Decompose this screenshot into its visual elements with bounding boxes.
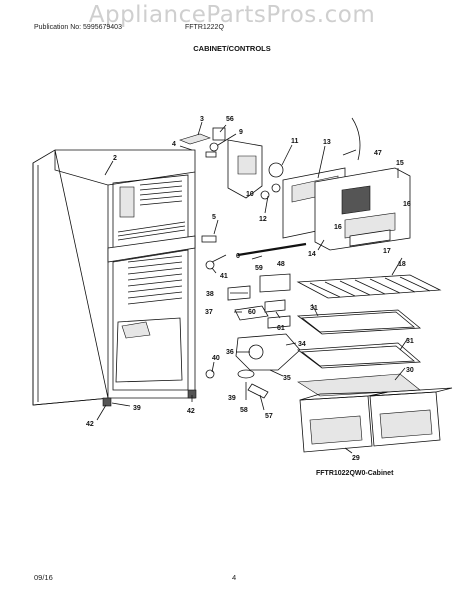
callout-31-bottom: 31 (406, 338, 414, 345)
callout-6: 6 (236, 253, 240, 260)
watermark: AppliancePartsPros.com (88, 2, 376, 28)
callout-48: 48 (277, 261, 285, 268)
callout-3: 3 (200, 116, 204, 123)
section-title: CABINET/CONTROLS (193, 44, 271, 53)
callout-29: 29 (352, 455, 360, 462)
callout-10: 10 (246, 191, 254, 198)
refrigerator-cabinet (32, 149, 197, 407)
callout-35: 35 (283, 375, 291, 382)
callout-4: 4 (172, 141, 176, 148)
callout-34: 34 (298, 341, 306, 348)
wire-shelf (296, 274, 442, 299)
callout-58: 58 (240, 407, 248, 414)
control-housing (282, 117, 411, 251)
callout-31-top: 31 (310, 305, 318, 312)
footer-date: 09/16 (34, 573, 53, 582)
callout-17: 17 (383, 248, 391, 255)
callout-40: 40 (212, 355, 220, 362)
crisper-drawers (299, 387, 453, 453)
glass-shelves (296, 309, 422, 397)
page-number: 4 (232, 573, 237, 582)
control-parts (179, 127, 284, 200)
callout-13: 13 (323, 139, 331, 146)
callout-38: 38 (206, 291, 214, 298)
callout-15: 15 (396, 160, 404, 167)
callout-37: 37 (205, 309, 213, 316)
model-number: FFTR1222Q (185, 24, 224, 31)
callout-18: 18 (398, 261, 406, 268)
callout-39-left: 39 (133, 405, 141, 412)
callout-42-left: 42 (86, 421, 94, 428)
callout-60: 60 (248, 309, 256, 316)
callout-2: 2 (113, 155, 117, 162)
callout-57: 57 (265, 413, 273, 420)
diagram-id: FFTR1022QW0-Cabinet (316, 470, 394, 477)
callout-59: 59 (255, 265, 263, 272)
callout-labels: 2 3 56 4 9 11 13 47 10 15 16 12 5 6 16 1… (86, 116, 414, 462)
callout-11: 11 (291, 138, 299, 145)
callout-61: 61 (277, 325, 285, 332)
callout-9: 9 (239, 129, 243, 136)
callout-5: 5 (212, 214, 216, 221)
callout-42-center: 42 (187, 408, 195, 415)
callout-14: 14 (308, 251, 316, 258)
callout-36: 36 (226, 349, 234, 356)
callout-47: 47 (374, 150, 382, 157)
callout-16-center: 16 (334, 224, 342, 231)
callout-56: 56 (226, 116, 234, 123)
crisper-parts (201, 235, 307, 399)
leader-lines (96, 121, 409, 454)
callout-12: 12 (259, 216, 267, 223)
publication-number: Publication No: 5995679403 (34, 24, 122, 31)
callout-16-right: 16 (403, 201, 411, 208)
callout-41: 41 (220, 273, 228, 280)
callout-39-center: 39 (228, 395, 236, 402)
callout-30: 30 (406, 367, 414, 374)
